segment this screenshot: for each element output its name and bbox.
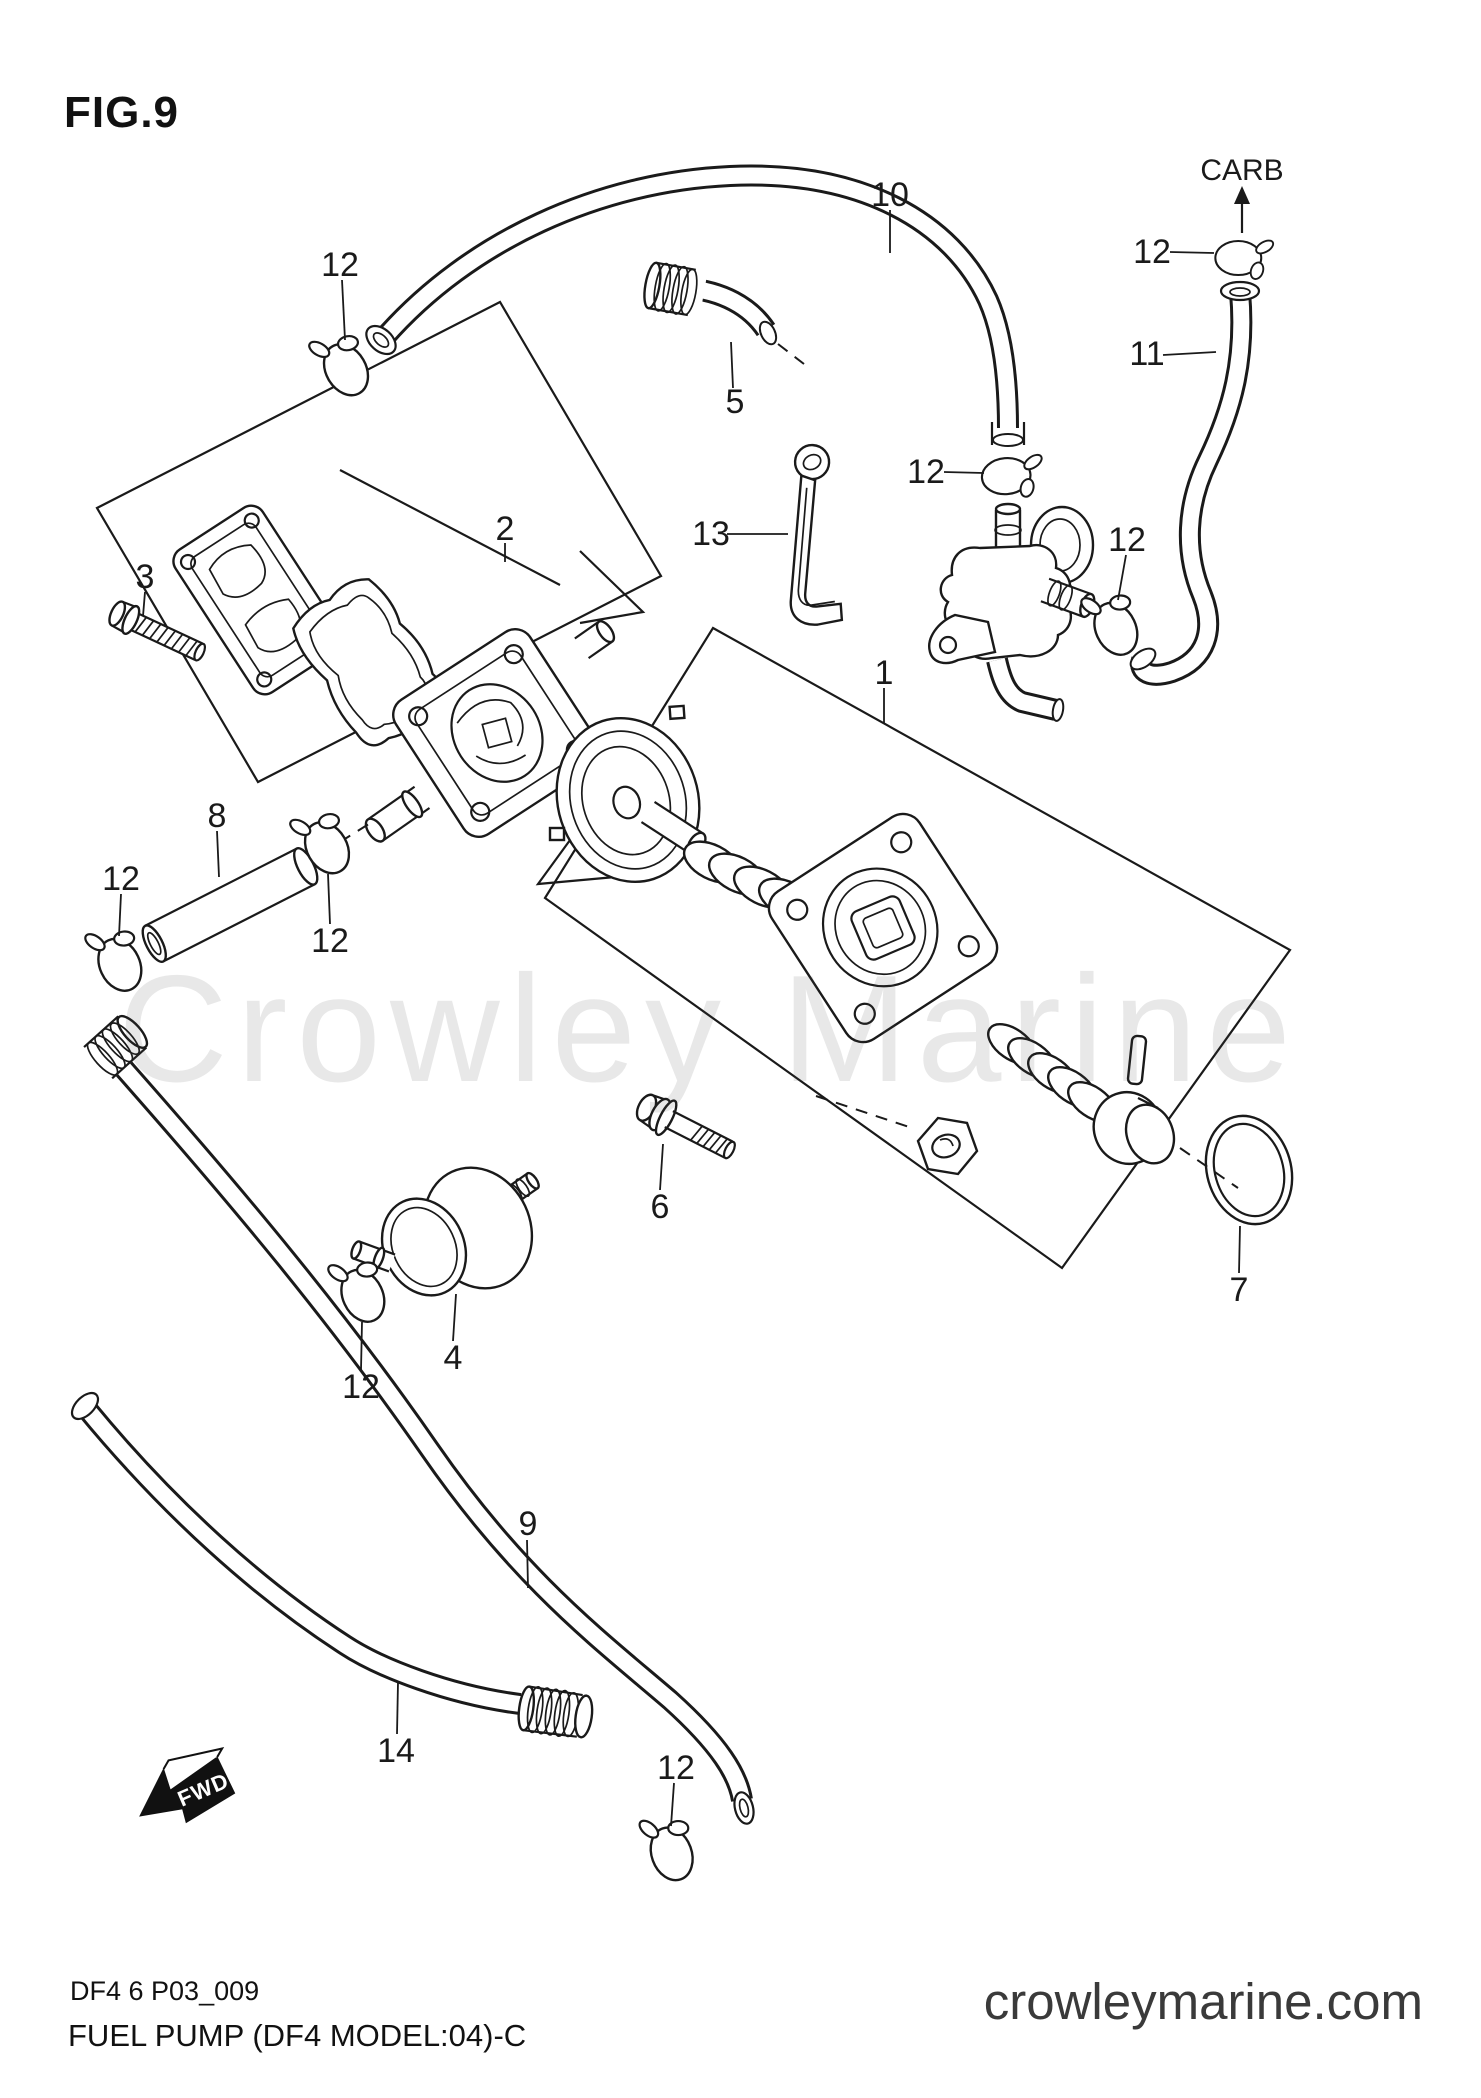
callout-11[interactable]: 11 — [1129, 335, 1164, 373]
leader-lines — [118, 210, 1241, 1827]
carb-label: CARB — [1200, 154, 1283, 187]
hose-14 — [70, 1391, 594, 1739]
callout-13[interactable]: 13 — [692, 515, 730, 553]
carb-flow-arrow — [1234, 186, 1250, 233]
callout-9[interactable]: 9 — [519, 1505, 538, 1543]
fwd-arrow: FWD — [139, 1747, 236, 1824]
tube-8 — [141, 847, 319, 963]
nut — [916, 1116, 979, 1176]
figure-caption: FUEL PUMP (DF4 MODEL:04)-C — [68, 2018, 527, 2053]
hose-9 — [75, 1012, 755, 1825]
hose-11 — [1129, 280, 1261, 686]
assembly-axis-dashes — [815, 1095, 1239, 1189]
callout-10[interactable]: 10 — [871, 176, 909, 214]
o-ring-7 — [1204, 1114, 1294, 1226]
clamp-12-carb — [1214, 236, 1277, 282]
clamp-12-hose9 — [633, 1802, 708, 1889]
pump-outlet-body — [767, 812, 999, 1044]
fitting-5 — [643, 261, 805, 365]
callout-12-a[interactable]: 12 — [321, 246, 359, 284]
callout-4[interactable]: 4 — [444, 1339, 463, 1377]
fuel-cock-assembly — [928, 422, 1096, 722]
callout-5[interactable]: 5 — [726, 383, 745, 421]
callout-12-h[interactable]: 12 — [657, 1749, 695, 1787]
callout-12-e[interactable]: 12 — [102, 860, 140, 898]
hose-10 — [365, 164, 1024, 447]
diaphragm — [548, 704, 707, 884]
callout-3[interactable]: 3 — [136, 558, 155, 596]
website-text[interactable]: crowleymarine.com — [983, 1973, 1423, 2030]
callout-1[interactable]: 1 — [875, 654, 894, 692]
callout-2[interactable]: 2 — [496, 510, 515, 548]
bracket-13 — [789, 443, 844, 626]
callout-12-b[interactable]: 12 — [1133, 233, 1171, 271]
clamp-12-cock-top — [979, 450, 1049, 504]
bolt-6 — [635, 1093, 736, 1160]
pin — [1126, 1034, 1148, 1086]
callout-14[interactable]: 14 — [377, 1732, 415, 1770]
screw-3 — [108, 600, 207, 662]
valve-cap — [1092, 1091, 1176, 1165]
figure-title: FIG.9 — [64, 88, 180, 137]
callout-7[interactable]: 7 — [1230, 1271, 1249, 1309]
drawing-code: DF4 6 P03_009 — [70, 1976, 260, 2006]
callout-6[interactable]: 6 — [651, 1188, 670, 1226]
callout-12-g[interactable]: 12 — [342, 1368, 380, 1406]
callout-12-c[interactable]: 12 — [907, 453, 945, 491]
panel-a-outline — [95, 300, 663, 784]
callout-12-d[interactable]: 12 — [1108, 521, 1146, 559]
fuel-filter-4 — [350, 1166, 540, 1297]
callout-8[interactable]: 8 — [208, 797, 227, 835]
callout-12-f[interactable]: 12 — [311, 922, 349, 960]
